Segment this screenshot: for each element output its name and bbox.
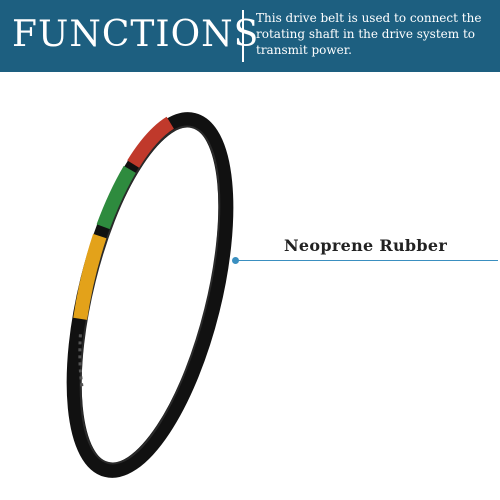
header-banner: FUNCTIONS This drive belt is used to con…: [0, 0, 500, 72]
header-description: This drive belt is used to connect the r…: [256, 11, 482, 57]
belt-green-band: [96, 165, 136, 230]
header-title: FUNCTIONS: [12, 14, 260, 55]
callout-label-neoprene: Neoprene Rubber: [284, 236, 448, 255]
belt-red-band: [127, 116, 175, 168]
callout-dot: [232, 257, 239, 264]
belt-print-marks: [78, 334, 84, 387]
belt-yellow-band: [73, 233, 107, 320]
callout-line: [236, 260, 498, 261]
belt-inner-edge: [79, 125, 221, 465]
belt-outer-ring: [66, 112, 234, 478]
header-divider: [242, 10, 244, 62]
